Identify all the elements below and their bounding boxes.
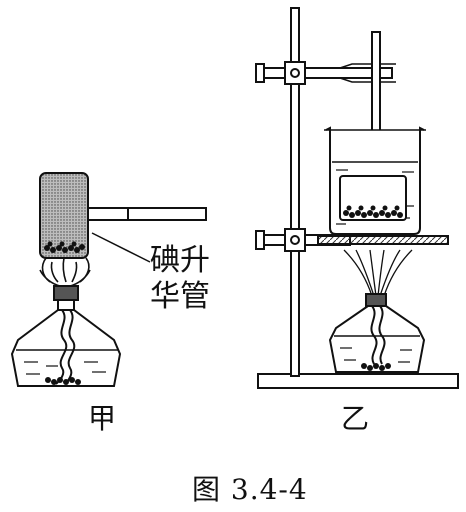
clamp-upper-boss bbox=[284, 61, 306, 85]
alcohol-lamp-b bbox=[328, 305, 426, 373]
inner-container bbox=[339, 175, 407, 221]
label-leader-line bbox=[91, 232, 151, 263]
lamp-cap-b bbox=[365, 293, 387, 307]
sublimation-tube-label: 碘升 华管 bbox=[150, 243, 210, 315]
sublimation-tube-label-line2: 华管 bbox=[150, 279, 210, 314]
setup-a-group bbox=[10, 172, 207, 387]
stand-base bbox=[257, 373, 459, 389]
lamp-cap-a bbox=[53, 285, 79, 301]
setup-b-group bbox=[255, 7, 459, 389]
flame-b bbox=[343, 249, 413, 297]
figure-caption: 图 3.4-4 bbox=[192, 473, 308, 506]
apparatus-diagram bbox=[10, 7, 459, 389]
iodine-crystals-tube bbox=[44, 241, 85, 253]
sublimation-tube-label-line1: 碘升 bbox=[150, 243, 210, 278]
wire-gauze bbox=[317, 235, 449, 245]
setup-b-label: 乙 bbox=[341, 402, 370, 435]
tube-handle bbox=[87, 207, 207, 221]
stand-rod bbox=[290, 7, 300, 377]
wick-a bbox=[55, 309, 76, 385]
flame-a bbox=[39, 257, 91, 287]
iodine-crystals-beaker bbox=[343, 205, 403, 218]
wick-b bbox=[370, 305, 386, 365]
setup-a-label: 甲 bbox=[88, 402, 117, 435]
clamp-ring-boss bbox=[284, 228, 306, 252]
